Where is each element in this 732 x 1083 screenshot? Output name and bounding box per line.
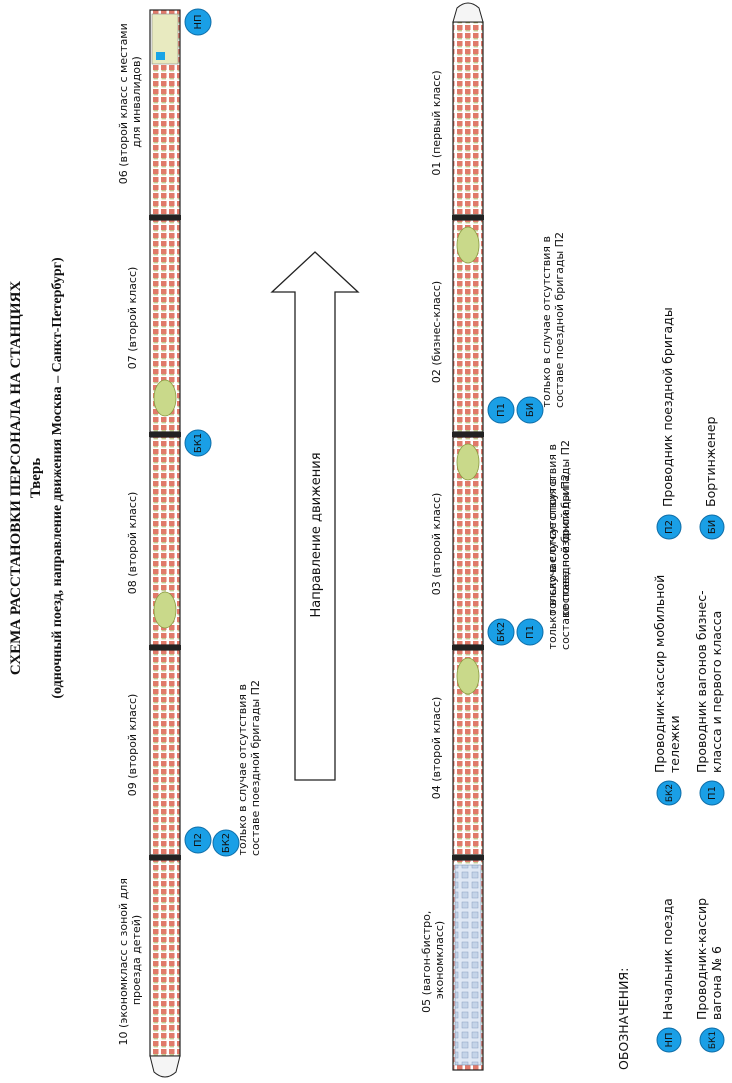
badge-bi-car02: БИ <box>516 396 544 424</box>
legend-p1: П1 Проводник вагонов бизнес- класса и пе… <box>694 586 725 806</box>
legend-bi: БИ Бортинженер <box>699 416 725 540</box>
coupling <box>149 432 181 437</box>
coupling <box>452 855 484 860</box>
top-train <box>149 9 181 1078</box>
car-09-body <box>149 649 181 856</box>
svg-text:П1: П1 <box>525 625 536 639</box>
svg-text:НП: НП <box>664 1032 675 1047</box>
car-01-body <box>452 21 484 216</box>
legend-heading: ОБОЗНАЧЕНИЯ: <box>616 968 631 1070</box>
svg-text:Проводник-кассир мобильной: Проводник-кассир мобильной тележки <box>652 571 682 773</box>
car-05-bistro-zone <box>454 864 482 1066</box>
svg-text:Бортинженер: Бортинженер <box>703 416 718 507</box>
top-car-labels: 06 (второй класс с местами для инвалидов… <box>117 20 143 1046</box>
svg-text:П1: П1 <box>496 403 507 417</box>
car-10-label: 10 (экономкласс с зоной для проезда дете… <box>117 875 143 1046</box>
car-07-table-zone <box>153 379 177 417</box>
notes: только в случае отсутствия в составе пое… <box>236 232 572 856</box>
svg-text:П2: П2 <box>664 520 675 534</box>
svg-text:Проводник-кассир вагон: Проводник-кассир вагона № 6 <box>694 894 724 1020</box>
note-car09: только в случае отсутствия в составе пое… <box>236 680 262 856</box>
title-line-1: СХЕМА РАССТАНОВКИ ПЕРСОНАЛА НА СТАНЦИЯХ <box>8 281 24 676</box>
legend-bk1: БК1 Проводник-кассир вагона № 6 <box>694 894 725 1053</box>
svg-text:БК1: БК1 <box>193 433 204 453</box>
car-08-table-zone <box>153 591 177 629</box>
badge-p1-car02: П1 <box>487 396 515 424</box>
staff-badges: НП БК1 П2 БК2 П1 БИ БК2 П1 <box>184 8 544 857</box>
svg-text:Проводник поездной бригады: Проводник поездной бригады <box>660 307 675 507</box>
car-01-label: 01 (первый класс) <box>430 70 443 175</box>
coupling <box>452 215 484 220</box>
coupling <box>452 432 484 437</box>
badge-p2-car09: П2 <box>184 826 212 854</box>
car-09-label: 09 (второй класс) <box>126 694 139 797</box>
badge-bk1-car07: БК1 <box>184 429 212 457</box>
note-car02: только в случае отсутствия в составе пое… <box>540 232 566 408</box>
car-10-body <box>149 859 181 1057</box>
legend-np: НП Начальник поезда <box>656 898 682 1053</box>
car-08-label: 08 (второй класс) <box>126 492 139 595</box>
badge-bk2-car09: БК2 <box>212 829 240 857</box>
car-07-label: 07 (второй класс) <box>126 267 139 370</box>
coupling <box>149 215 181 220</box>
car-06-accessible-mark <box>156 52 165 60</box>
car-10-nose <box>149 1055 181 1078</box>
title-block: СХЕМА РАССТАНОВКИ ПЕРСОНАЛА НА СТАНЦИЯХ … <box>8 257 65 699</box>
legend-p2: П2 Проводник поездной бригады <box>656 307 682 540</box>
car-03-label: 03 (второй класс) <box>430 493 443 596</box>
svg-text:Начальник поезда: Начальник поезда <box>660 898 675 1020</box>
svg-text:БК2: БК2 <box>665 784 675 802</box>
svg-text:П1: П1 <box>707 786 718 800</box>
car-04-table-zone <box>456 657 480 695</box>
svg-text:БИ: БИ <box>707 520 718 534</box>
legend: ОБОЗНАЧЕНИЯ: НП Начальник поезда БК1 Про… <box>616 307 725 1070</box>
coupling <box>452 645 484 650</box>
direction-label: Направление движения <box>309 452 324 617</box>
car-04-label: 04 (второй класс) <box>430 697 443 800</box>
svg-text:БК2: БК2 <box>496 622 507 642</box>
car-05-label: 05 (вагон-бистро, экономкласс) <box>420 907 446 1013</box>
legend-bk2: БК2 Проводник-кассир мобильной тележки <box>652 571 682 806</box>
badge-p1-car03: П1 <box>516 618 544 646</box>
svg-text:Проводник вагонов бизнес-: Проводник вагонов бизнес- класса и перво… <box>694 586 724 773</box>
car-06-label: 06 (второй класс с местами для инвалидов… <box>117 20 143 185</box>
svg-text:БИ: БИ <box>525 403 536 417</box>
car-02-label: 02 (бизнес-класс) <box>430 281 443 383</box>
svg-text:П2: П2 <box>193 833 204 847</box>
direction-arrow: Направление движения <box>270 251 360 781</box>
bottom-train <box>452 2 484 1071</box>
note-car03-lower: только в случае отсутствия в составе пое… <box>546 474 572 650</box>
note-car03-upper: только в случае отсутствия в составе пое… <box>546 440 572 616</box>
svg-text:БК1: БК1 <box>708 1031 718 1049</box>
coupling <box>149 645 181 650</box>
title-line-2: Тверь <box>28 458 44 498</box>
badge-bk2-car03: БК2 <box>487 618 515 646</box>
badge-np-car06: НП <box>184 8 212 36</box>
car-02-table-zone <box>456 226 480 264</box>
title-line-3: (одночный поезд, направление движения Мо… <box>50 257 65 699</box>
car-03-table-zone <box>456 443 480 481</box>
direction-arrow-icon <box>270 251 360 781</box>
coupling <box>149 855 181 860</box>
svg-text:БК2: БК2 <box>221 833 232 853</box>
svg-text:НП: НП <box>193 14 204 29</box>
bottom-car-labels: 01 (первый класс) 02 (бизнес-класс) 03 (… <box>420 70 446 1013</box>
car-01-nose <box>452 2 484 23</box>
